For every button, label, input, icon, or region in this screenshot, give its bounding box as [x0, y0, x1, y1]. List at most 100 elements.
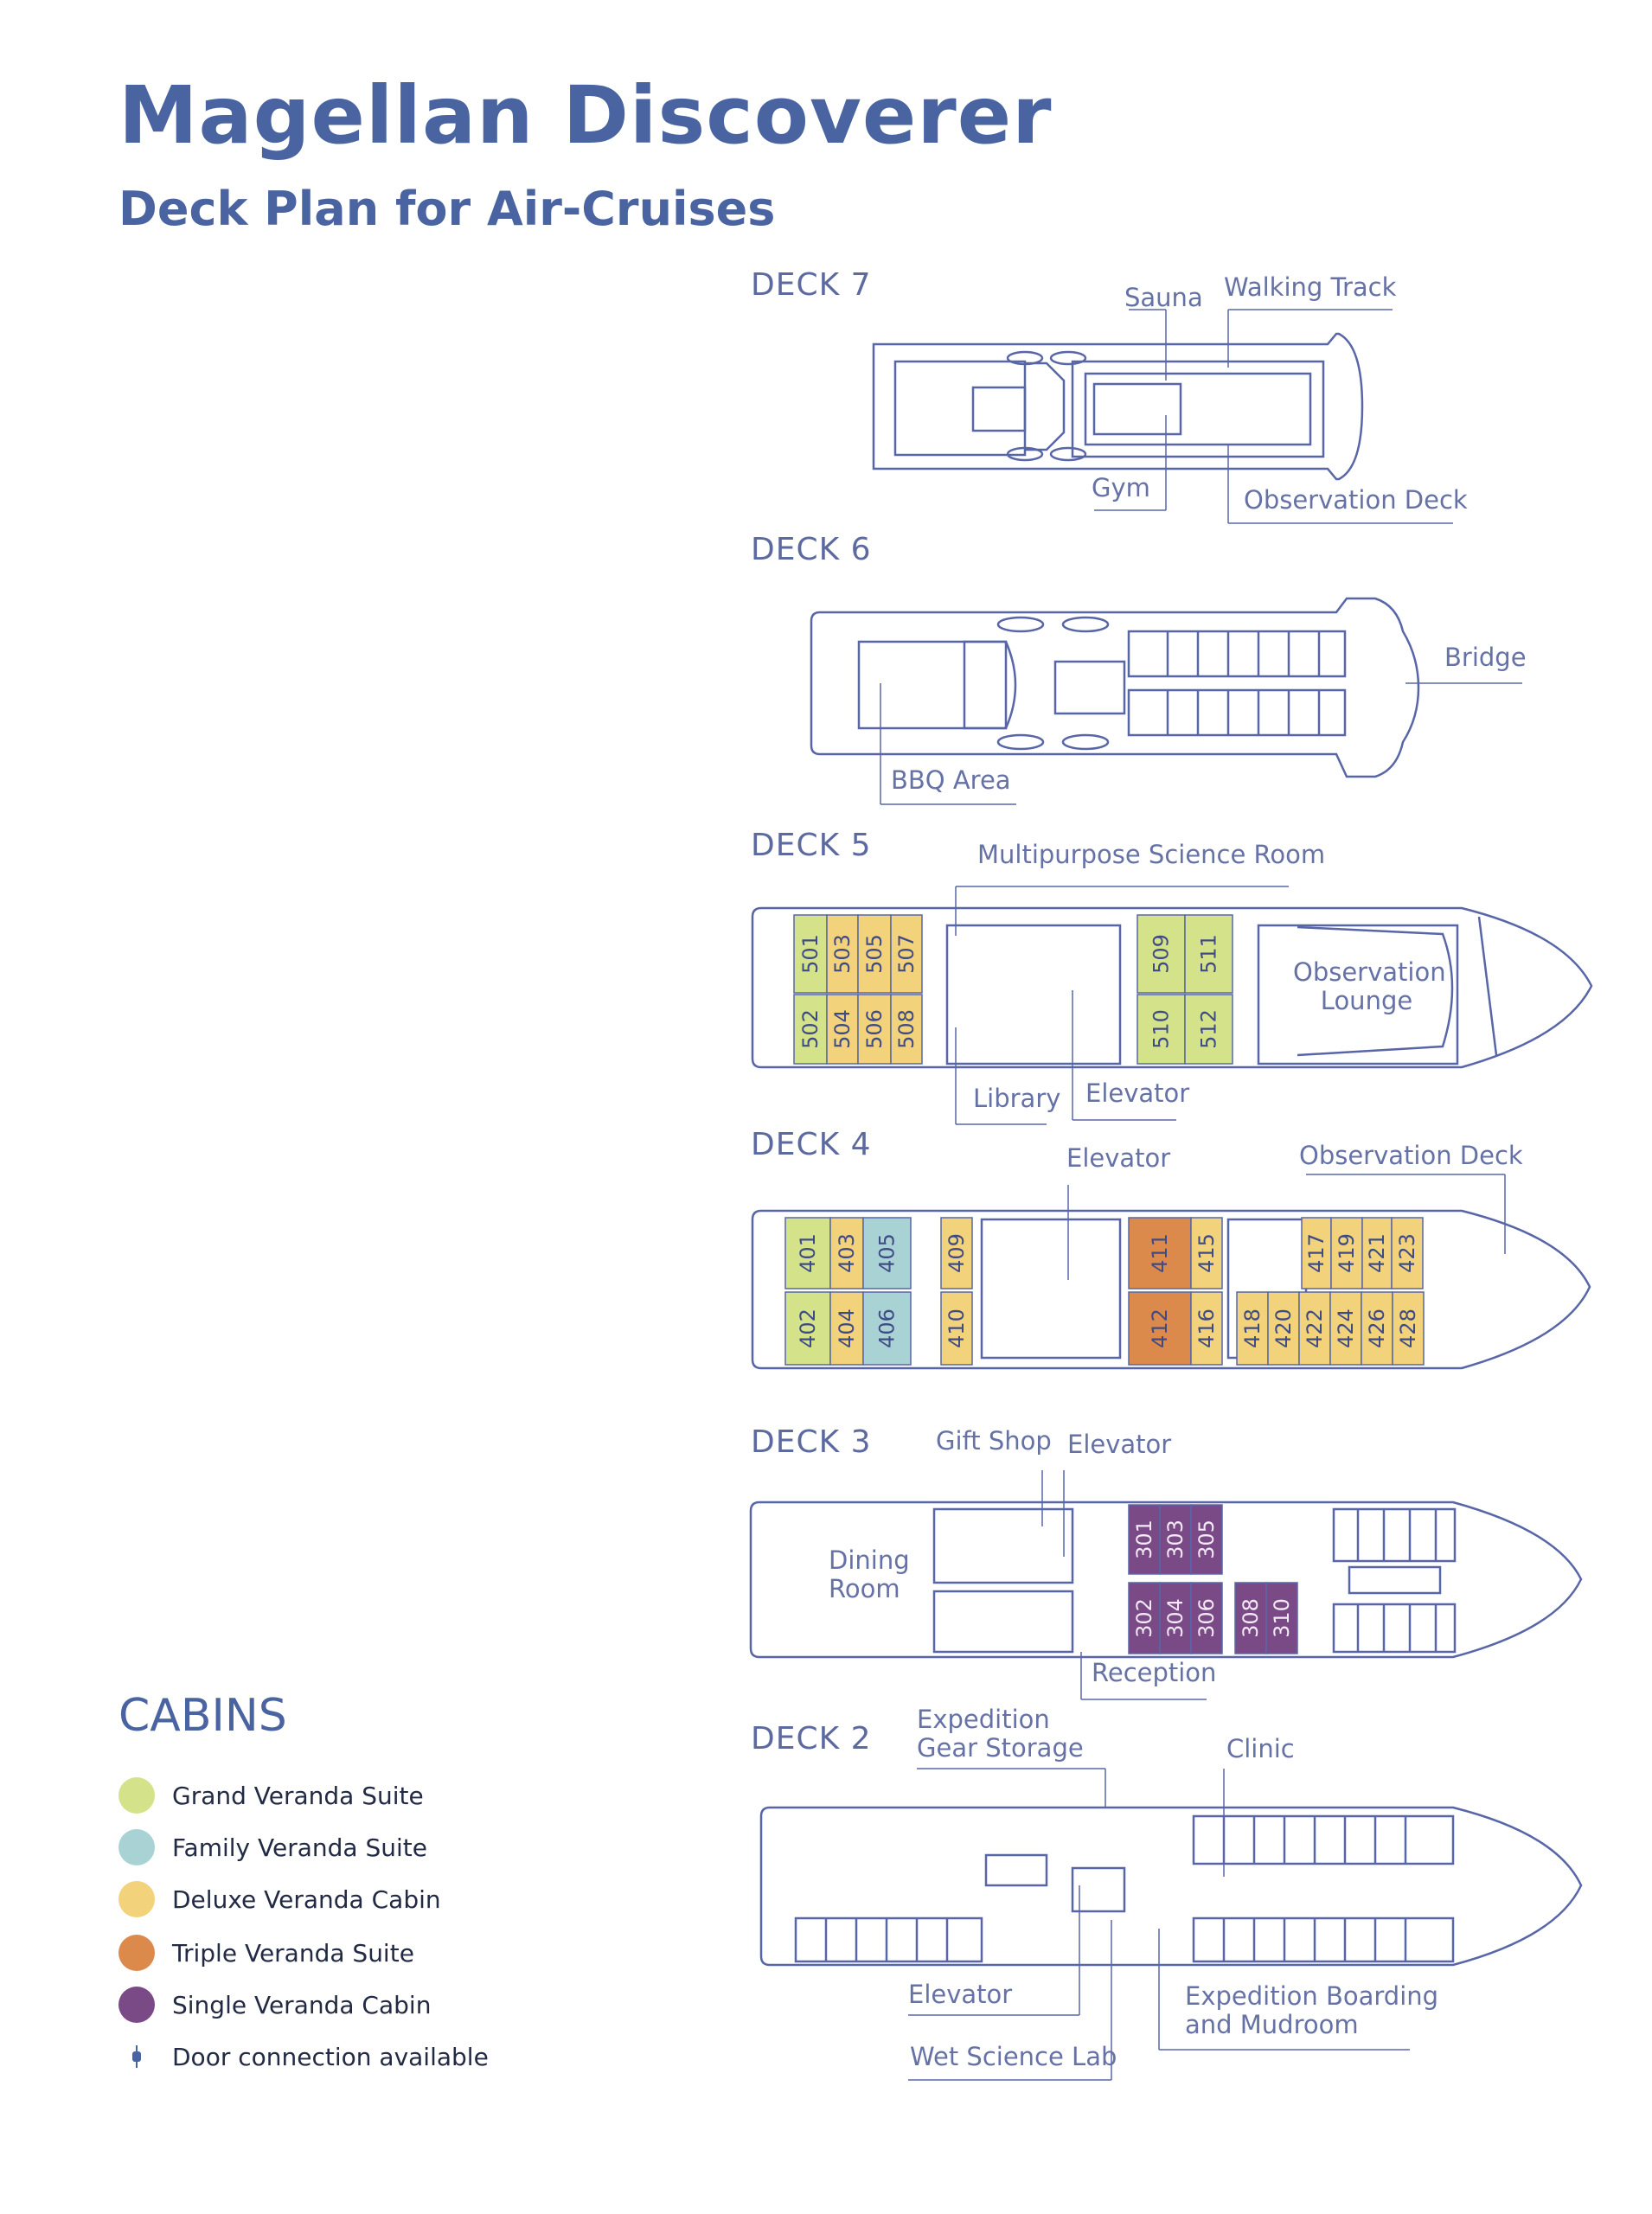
cabin-number-423: 423: [1395, 1233, 1419, 1273]
cabin-number-308: 308: [1239, 1598, 1263, 1638]
cabin-504: [826, 994, 859, 1065]
cabin-401: [784, 1217, 831, 1289]
cabin-number-502: 502: [798, 1009, 823, 1049]
legend-item-deluxe: Deluxe Veranda Cabin: [118, 1880, 441, 1918]
cabin-number-428: 428: [1396, 1309, 1420, 1348]
callout-expedition-gear-storage: Expedition Gear Storage: [917, 1705, 1084, 1763]
cabin-503: [826, 914, 859, 994]
cabin-number-504: 504: [830, 1009, 855, 1049]
callout-wet-science-lab: Wet Science Lab: [910, 2042, 1117, 2071]
cabin-412: [1128, 1291, 1192, 1366]
deck-6-plan: [810, 597, 1420, 778]
legend-swatch-grand: [118, 1777, 155, 1814]
cabin-number-411: 411: [1148, 1233, 1172, 1273]
cabin-number-507: 507: [894, 934, 919, 974]
deck-5-plan: [751, 906, 1593, 1069]
cabin-number-509: 509: [1149, 934, 1174, 974]
legend-title: CABINS: [118, 1690, 287, 1742]
legend-label: Family Veranda Suite: [172, 1833, 427, 1862]
cabin-number-508: 508: [894, 1009, 919, 1049]
callout-multipurpose-science-room: Multipurpose Science Room: [977, 840, 1326, 869]
legend-swatch-single: [118, 1987, 155, 2023]
legend-label: Grand Veranda Suite: [172, 1781, 424, 1810]
legend-label: Door connection available: [172, 2042, 489, 2071]
cabin-510: [1137, 994, 1186, 1065]
legend-item-single: Single Veranda Cabin: [118, 1986, 431, 2024]
cabin-308: [1234, 1582, 1267, 1654]
cabin-number-305: 305: [1194, 1520, 1219, 1559]
deck-5-label: DECK 5: [751, 828, 872, 863]
legend-item-door: Door connection available: [118, 2038, 489, 2076]
deck-3-plan: [749, 1501, 1583, 1659]
deck-4-label: DECK 4: [751, 1127, 872, 1162]
legend-swatch-family: [118, 1829, 155, 1865]
deck-6-label: DECK 6: [751, 532, 872, 567]
deck-2-label: DECK 2: [751, 1721, 872, 1756]
cabin-417: [1301, 1217, 1332, 1289]
cabin-509: [1137, 914, 1186, 994]
cabin-306: [1190, 1582, 1223, 1654]
legend-label: Triple Veranda Suite: [172, 1938, 414, 1968]
cabin-number-402: 402: [796, 1309, 820, 1348]
callout-gym: Gym: [1092, 473, 1150, 502]
cabin-number-404: 404: [835, 1309, 859, 1348]
cabin-304: [1159, 1582, 1192, 1654]
cabin-507: [890, 914, 923, 994]
cabin-405: [862, 1217, 912, 1289]
cabin-number-422: 422: [1303, 1309, 1327, 1348]
cabin-number-503: 503: [830, 934, 855, 974]
cabin-420: [1267, 1291, 1300, 1366]
cabin-426: [1361, 1291, 1393, 1366]
cabin-423: [1391, 1217, 1424, 1289]
callout-elevator-2: Elevator: [908, 1980, 1013, 2009]
cabin-number-405: 405: [875, 1233, 900, 1273]
door-connection-icon: [118, 2038, 155, 2075]
callout-bbq-area: BBQ Area: [891, 765, 1011, 795]
callout-elevator-5: Elevator: [1085, 1078, 1190, 1108]
cabin-428: [1392, 1291, 1425, 1366]
page-subtitle: Deck Plan for Air-Cruises: [118, 182, 776, 236]
cabin-number-401: 401: [796, 1233, 820, 1273]
legend-item-triple: Triple Veranda Suite: [118, 1934, 414, 1972]
cabin-505: [857, 914, 892, 994]
cabin-number-417: 417: [1304, 1233, 1329, 1273]
legend-swatch-deluxe: [118, 1881, 155, 1917]
cabin-403: [829, 1217, 864, 1289]
legend-item-family: Family Veranda Suite: [118, 1828, 427, 1866]
callout-walking-track: Walking Track: [1224, 272, 1397, 302]
cabin-number-302: 302: [1132, 1598, 1156, 1638]
cabin-302: [1128, 1582, 1161, 1654]
legend-label: Deluxe Veranda Cabin: [172, 1884, 441, 1914]
callout-elevator-3: Elevator: [1067, 1430, 1172, 1459]
cabin-number-303: 303: [1163, 1520, 1188, 1559]
cabin-416: [1190, 1291, 1223, 1366]
callout-observation-deck-7: Observation Deck: [1244, 485, 1468, 515]
legend-swatch-triple: [118, 1935, 155, 1971]
leader-lines: [880, 309, 1522, 2081]
cabin-number-403: 403: [835, 1233, 859, 1273]
cabin-number-505: 505: [862, 934, 887, 974]
callout-library: Library: [973, 1084, 1061, 1113]
deck-3-label: DECK 3: [751, 1424, 872, 1460]
callout-clinic: Clinic: [1226, 1734, 1295, 1763]
cabin-number-424: 424: [1334, 1309, 1358, 1348]
cabin-406: [862, 1291, 912, 1366]
cabin-418: [1236, 1291, 1269, 1366]
cabin-number-421: 421: [1365, 1233, 1389, 1273]
cabin-409: [940, 1217, 973, 1289]
cabin-402: [784, 1291, 831, 1366]
legend-label: Single Veranda Cabin: [172, 1990, 432, 2019]
legend-item-grand: Grand Veranda Suite: [118, 1776, 424, 1814]
cabin-506: [857, 994, 892, 1065]
deck-7-label: DECK 7: [751, 267, 872, 303]
callout-expedition-boarding: Expedition Boarding and Mudroom: [1185, 1981, 1439, 2040]
cabin-512: [1184, 994, 1233, 1065]
cabin-501: [793, 914, 828, 994]
callout-observation-lounge: Observation Lounge: [1293, 957, 1446, 1016]
cabin-502: [793, 994, 828, 1065]
callout-bridge: Bridge: [1444, 643, 1527, 672]
callout-reception: Reception: [1092, 1658, 1217, 1687]
cabin-number-406: 406: [875, 1309, 900, 1348]
page-title: Magellan Discoverer: [118, 69, 1053, 162]
